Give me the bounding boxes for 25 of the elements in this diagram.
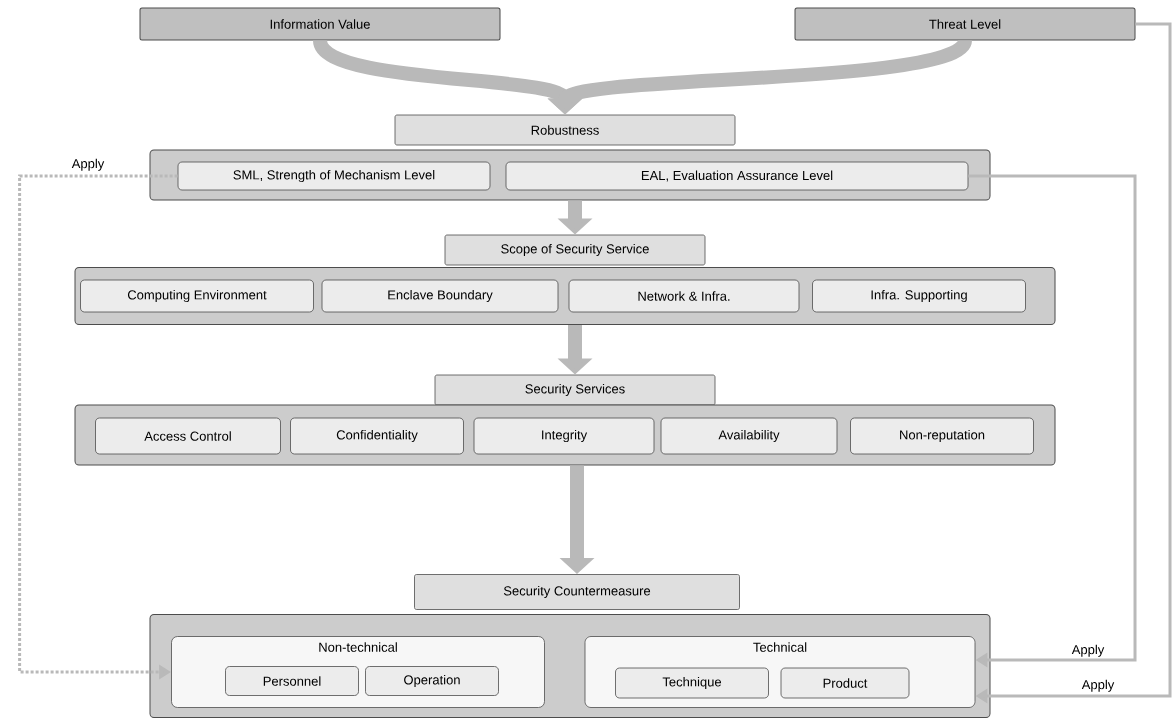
item-box: Network & Infra. <box>568 279 800 313</box>
edge-label: Apply <box>1080 678 1116 693</box>
top-bar: Information Value <box>139 7 501 41</box>
item-box: Operation <box>365 666 499 696</box>
item-box: EAL, Evaluation Assurance Level <box>505 161 969 191</box>
header-tab: Security Services <box>434 374 716 406</box>
top-bar: Threat Level <box>794 7 1136 41</box>
header-tab: Security Countermeasure <box>414 574 740 610</box>
item-box: Enclave Boundary <box>321 279 559 313</box>
item-box: Personnel <box>225 666 359 696</box>
item-box: Computing Environment <box>80 279 314 313</box>
item-box: Infra. Supporting <box>812 279 1026 313</box>
header-tab: Robustness <box>394 114 736 146</box>
header-tab: Scope of Security Service <box>444 234 706 266</box>
item-box: Confidentiality <box>290 417 464 455</box>
edge-label: Apply <box>70 157 106 172</box>
item-box: SML, Strength of Mechanism Level <box>177 161 491 191</box>
item-box: Non-reputation <box>850 417 1034 455</box>
edge-label: Apply <box>1070 643 1106 658</box>
item-box: Technique <box>615 667 769 699</box>
arrow <box>968 174 1137 668</box>
item-box: Availability <box>660 417 838 455</box>
item-box: Access Control <box>95 417 281 455</box>
item-box: Integrity <box>473 417 655 455</box>
item-box: Product <box>780 667 910 699</box>
